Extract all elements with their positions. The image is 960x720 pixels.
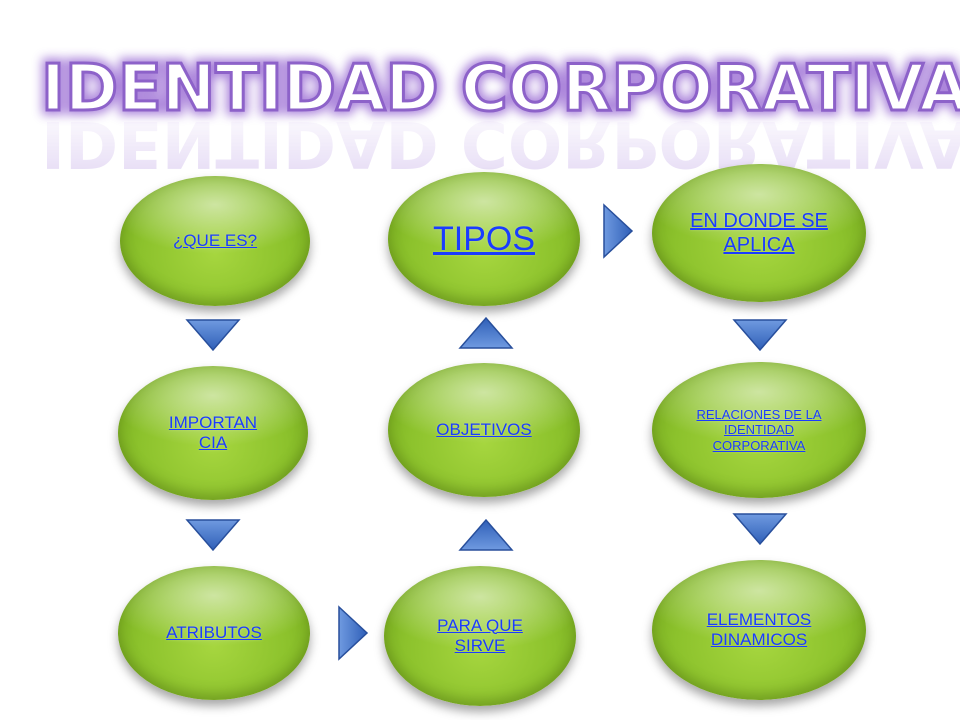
arrow-right-icon xyxy=(603,203,634,259)
link-para-que-sirve[interactable]: PARA QUE SIRVE xyxy=(437,615,523,655)
node-atributos[interactable]: ATRIBUTOS xyxy=(118,566,310,700)
link-tipos[interactable]: TIPOS xyxy=(432,219,536,258)
node-objetivos[interactable]: OBJETIVOS xyxy=(388,363,580,497)
arrow-down-icon xyxy=(732,513,788,546)
node-para-que-sirve[interactable]: PARA QUE SIRVE xyxy=(384,566,576,706)
link-que-es[interactable]: ¿QUE ES? xyxy=(172,230,258,250)
title-reflection: IDENTIDAD CORPORATIVA xyxy=(41,106,960,170)
node-elementos-dinamicos[interactable]: ELEMENTOS DINAMICOS xyxy=(652,560,866,700)
node-tipos[interactable]: TIPOS xyxy=(388,172,580,306)
link-atributos[interactable]: ATRIBUTOS xyxy=(166,622,262,642)
arrow-up-icon xyxy=(458,316,514,349)
arrow-up-icon xyxy=(458,518,514,551)
arrow-down-icon xyxy=(185,519,241,552)
link-elementos-dinamicos[interactable]: ELEMENTOS DINAMICOS xyxy=(706,609,812,649)
arrow-down-icon xyxy=(185,319,241,352)
node-en-donde-se-aplica[interactable]: EN DONDE SE APLICA xyxy=(652,164,866,302)
link-objetivos[interactable]: OBJETIVOS xyxy=(436,419,532,439)
node-importancia[interactable]: IMPORTAN CIA xyxy=(118,366,308,500)
link-importancia[interactable]: IMPORTAN CIA xyxy=(168,412,258,452)
arrow-down-icon xyxy=(732,319,788,352)
node-que-es[interactable]: ¿QUE ES? xyxy=(120,176,310,306)
link-relaciones[interactable]: RELACIONES DE LA IDENTIDAD CORPORATIVA xyxy=(696,406,822,453)
arrow-right-icon xyxy=(338,605,369,661)
page-title: IDENTIDAD CORPORATIVA xyxy=(41,52,960,126)
page-title-graphic: IDENTIDAD CORPORATIVA IDENTIDAD CORPORAT… xyxy=(36,47,960,170)
node-relaciones[interactable]: RELACIONES DE LA IDENTIDAD CORPORATIVA xyxy=(652,362,866,498)
link-en-donde-se-aplica[interactable]: EN DONDE SE APLICA xyxy=(690,210,828,256)
title-glow: IDENTIDAD CORPORATIVA xyxy=(41,52,960,126)
